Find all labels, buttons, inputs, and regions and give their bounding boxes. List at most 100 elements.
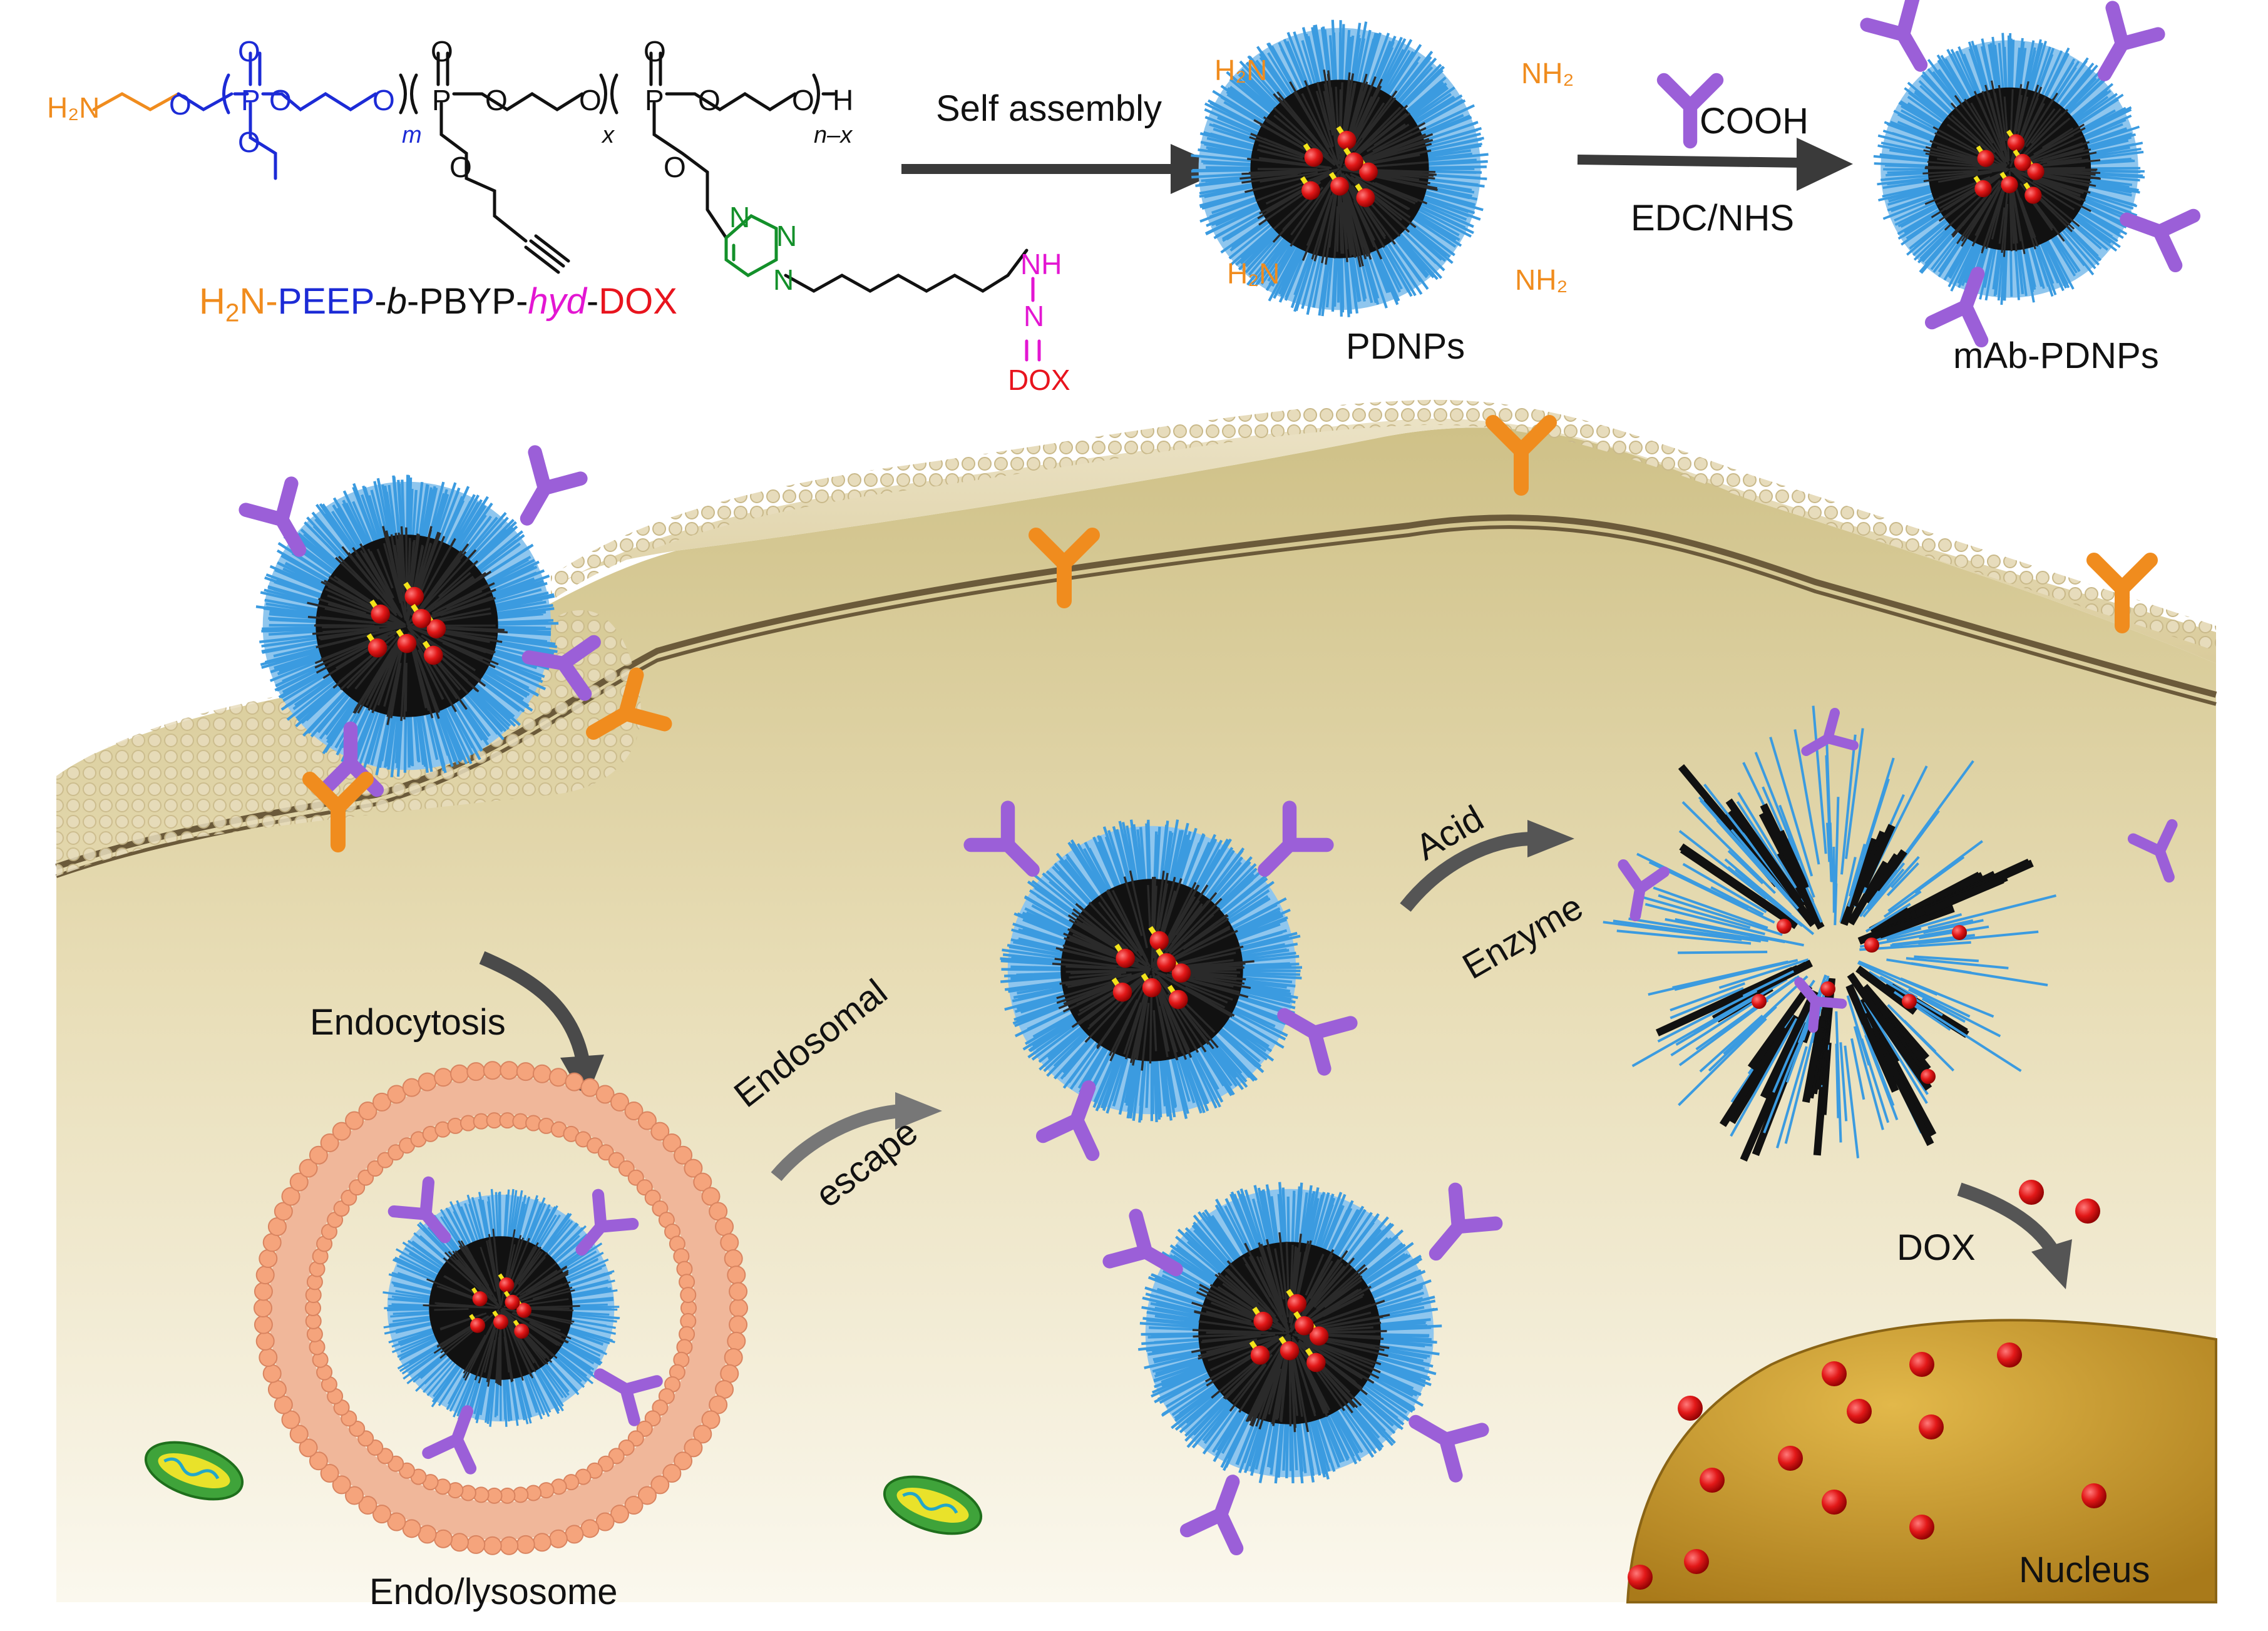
- polymer-fragment: [1867, 869, 1898, 909]
- polymer-fragment: [1695, 975, 1800, 1051]
- bond-peep-p: [233, 51, 277, 180]
- lipid-head-outer: [709, 1395, 728, 1414]
- polymer-fragment: [1921, 997, 1966, 1023]
- polymer-fragment: [1628, 917, 1768, 943]
- lipid-head-outer: [255, 1331, 275, 1351]
- lipid-head-outer: [624, 1496, 644, 1515]
- lipid-head-outer: [358, 1496, 377, 1515]
- antibody: [575, 1189, 639, 1256]
- antibody-shape: [2127, 819, 2178, 883]
- lipid-head-outer: [289, 1424, 309, 1444]
- polymer-fragment: [1887, 1004, 1955, 1072]
- lipid-head-outer: [320, 1133, 339, 1153]
- polymer-fragment: [1737, 792, 1797, 889]
- lipid-head-outer: [281, 1410, 300, 1429]
- atom-o-2: O: [238, 35, 260, 68]
- hydrazone-nh: NH: [1020, 248, 1062, 280]
- arrow-acid-head: [1527, 820, 1574, 857]
- polymer-fragment: [1636, 852, 1749, 910]
- polymer-fragment: [1906, 957, 2009, 969]
- free-antibody: [1794, 977, 1847, 1033]
- polymer-fragment: [1645, 926, 1737, 941]
- polymer-fragment: [1675, 918, 1804, 947]
- nh2-top-left: H₂N: [1214, 54, 1268, 86]
- polymer-fragment: [1675, 978, 1788, 1046]
- lipid-head-outer: [450, 1533, 470, 1552]
- bond-hyd-p: [649, 51, 797, 240]
- receptors: [302, 415, 2158, 852]
- mito-cristae: [163, 1457, 220, 1480]
- subscript-n-x: n–x: [814, 122, 853, 148]
- lipid-head-outer: [418, 1525, 437, 1544]
- dox-molecule: [1337, 131, 1357, 150]
- released-dox: [1752, 994, 1767, 1009]
- bond-hydrazone: [1025, 277, 1041, 362]
- polymer-fragment: [1844, 728, 1864, 859]
- dox-molecule: [1142, 978, 1162, 998]
- lipid-head-outer: [532, 1064, 552, 1083]
- dox-molecule: [505, 1294, 520, 1310]
- lipid-head-outer: [418, 1072, 437, 1092]
- lipid-head-outer: [701, 1410, 721, 1429]
- mab-pdnps-label: mAb-PDNPs: [1953, 335, 2159, 376]
- polymer-fragment: [1835, 1043, 1840, 1118]
- bond-amine: [92, 92, 180, 111]
- polymer-h2n-label: H₂N: [47, 91, 100, 124]
- antibody-shape: [2120, 208, 2201, 273]
- polymer-fragment: [1884, 913, 1963, 938]
- nuclear-dox: [1822, 1490, 1847, 1515]
- lipid-head-outer: [610, 1505, 629, 1524]
- polymer-fragment: [1793, 729, 1820, 865]
- antibody-shape: [575, 1189, 639, 1256]
- polymer-fragment: [1812, 705, 1827, 854]
- dox-molecule: [516, 1302, 532, 1318]
- lipid-head-outer: [332, 1122, 351, 1141]
- lipid-head-outer: [466, 1062, 486, 1081]
- lipid-head-outer: [372, 1092, 391, 1112]
- dox-molecule: [404, 586, 424, 606]
- antibody-shape: [1860, 0, 1928, 72]
- free-antibody: [1801, 708, 1859, 756]
- lipid-head-outer: [274, 1202, 293, 1221]
- released-dox: [1902, 994, 1917, 1009]
- lipid-head-outer: [548, 1529, 568, 1548]
- lipid-head-outer: [595, 1085, 615, 1104]
- polymer-fragment: [1849, 843, 1866, 897]
- atom-o-8: O: [579, 84, 602, 116]
- polymer-fragment: [1862, 868, 1905, 918]
- lipid-head-outer: [565, 1525, 584, 1544]
- peg-shell: [382, 1189, 620, 1427]
- dox-molecule: [1287, 1294, 1307, 1314]
- polymer-fragment: [1658, 894, 1783, 936]
- lipid-head-outer: [466, 1535, 486, 1554]
- polymer-fragment: [1865, 902, 1911, 933]
- polymer-fragment: [1864, 1001, 1928, 1104]
- polymer-fragment: [1724, 858, 1792, 916]
- lipid-head-outer: [387, 1512, 406, 1531]
- lipid-head-outer: [483, 1536, 502, 1555]
- atom-o-7: O: [485, 84, 508, 116]
- mab-pdnp-endosome: [382, 1189, 620, 1427]
- dox-molecule: [1309, 1326, 1329, 1346]
- polymer-fragment: [1924, 876, 2004, 916]
- antibody: [387, 1176, 451, 1244]
- polymer-fragment: [1747, 983, 1813, 1070]
- nuclear-dox: [1909, 1352, 1934, 1377]
- membrane-receptor: [2086, 553, 2158, 633]
- lipid-head-outer: [434, 1068, 453, 1087]
- core-chains: [1922, 80, 2101, 257]
- polymer-fragment: [1904, 996, 2022, 1072]
- lipid-head-outer: [662, 1463, 682, 1483]
- arrow-acid: [1400, 832, 1534, 912]
- mito-inner: [896, 1488, 969, 1523]
- released-dox: [1820, 981, 1835, 996]
- lipid-head-outer: [299, 1438, 318, 1458]
- polymer-fragment: [1886, 862, 1919, 897]
- lipid-head-outer: [259, 1348, 278, 1368]
- polymer-fragment: [1719, 1026, 1788, 1127]
- atom-o-6: O: [431, 35, 453, 68]
- dox-molecule: [470, 1317, 486, 1333]
- nuclear-dox: [1997, 1342, 2022, 1368]
- peg-shell: [1191, 19, 1489, 317]
- antibody: [963, 800, 1040, 877]
